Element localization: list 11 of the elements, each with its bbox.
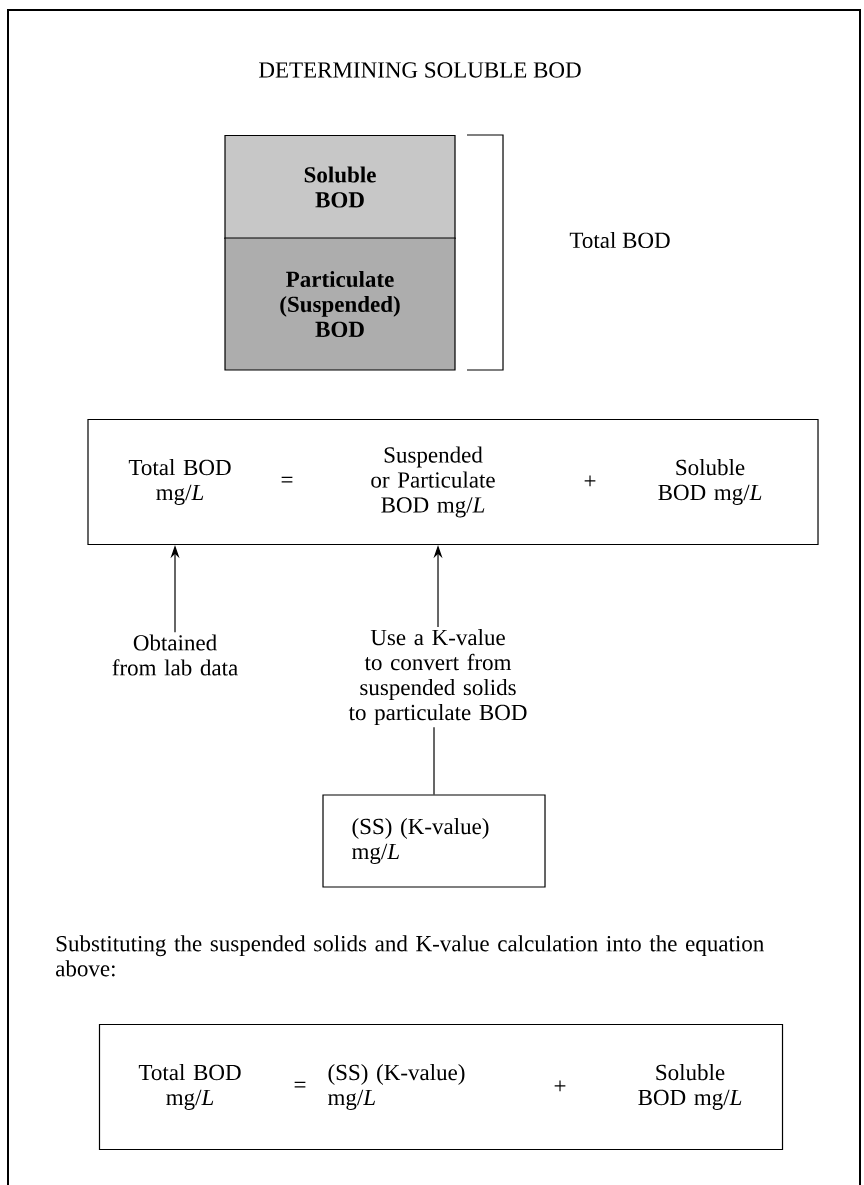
stacked-box: Particulate (Suspended) BOD	[224, 237, 456, 371]
bracket-label: Total BOD	[569, 231, 670, 249]
note-text: Substituting the suspended solids and K-value calculation into the equation above:	[56, 935, 764, 977]
title: DETERMINING SOLUBLE BOD	[259, 62, 581, 78]
note-text: Obtained from lab data	[112, 634, 238, 676]
stacked-box: Soluble BOD	[224, 134, 456, 240]
equation-box: Total BOD mg/L = (SS) (K-value) mg/L + Soluble BOD mg/L	[98, 1023, 784, 1151]
formula-box: (SS) (K-value) mg/L	[322, 794, 546, 888]
note-text: Use a K-value to convert from suspended solids to particulate BOD	[348, 629, 527, 725]
connector-line	[433, 726, 435, 795]
equation-box: Total BOD mg/L = Suspended or Particulate BOD mg/L + Soluble BOD mg/L	[87, 418, 819, 546]
